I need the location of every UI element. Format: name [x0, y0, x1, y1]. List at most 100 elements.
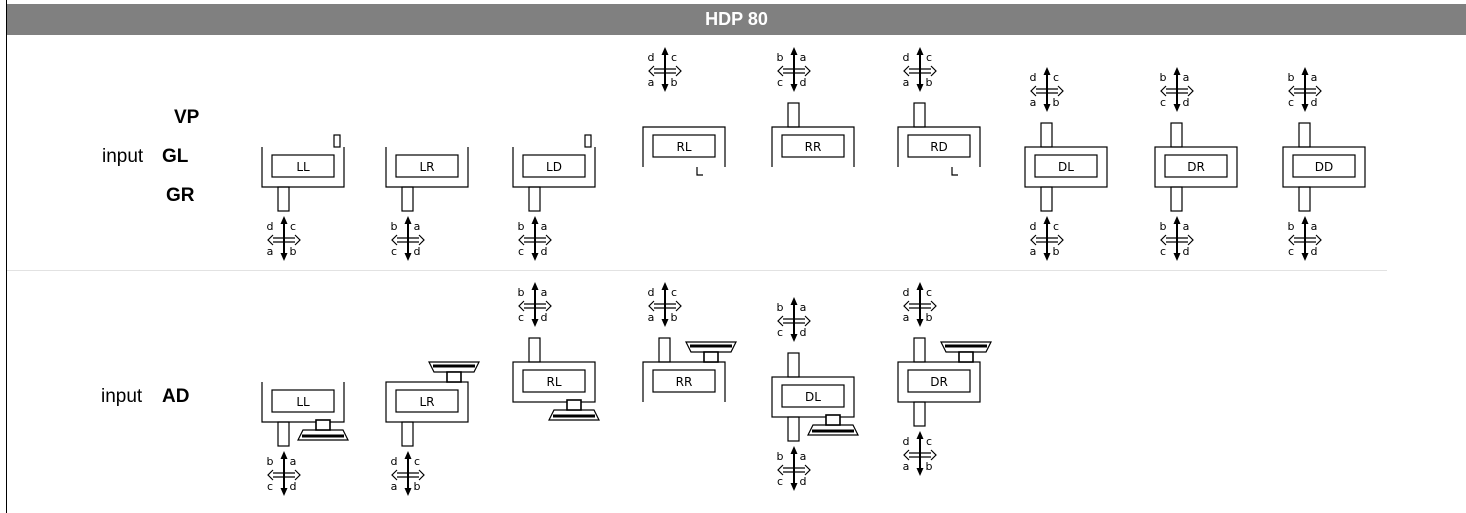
direction-letter: a: [1183, 71, 1190, 84]
inner-box: [907, 369, 971, 393]
direction-letter: b: [671, 76, 678, 89]
right-arrowhead: [418, 234, 425, 246]
direction-letter: c: [518, 311, 524, 324]
stem: [401, 186, 414, 212]
housing: [642, 126, 726, 167]
right-arrowhead: [804, 65, 811, 77]
housing: [1154, 146, 1238, 188]
housing: [385, 147, 469, 188]
signal-label-gl: GL: [162, 146, 189, 167]
direction-letter: a: [903, 76, 910, 89]
down-arrowhead: [661, 319, 669, 327]
direction-letter: a: [1311, 220, 1318, 233]
up-arrowhead: [916, 47, 924, 55]
left-arrowhead: [1160, 234, 1167, 246]
down-arrowhead: [1043, 104, 1051, 112]
direction-letter: d: [800, 76, 807, 89]
direction-letter: c: [1053, 220, 1059, 233]
direction-letter: a: [541, 286, 548, 299]
tab: [696, 167, 703, 176]
direction-letter: d: [290, 480, 297, 493]
stem: [1040, 186, 1053, 212]
direction-letter: b: [267, 455, 274, 468]
right-arrowhead: [545, 234, 552, 246]
direction-letter: a: [648, 76, 655, 89]
direction-letter: a: [648, 311, 655, 324]
direction-letter: b: [777, 51, 784, 64]
mode-label: LR: [419, 395, 434, 409]
direction-letter: d: [800, 326, 807, 339]
up-arrowhead: [1301, 67, 1309, 75]
stem: [787, 416, 800, 442]
down-arrowhead: [1301, 253, 1309, 261]
inner-box: [271, 154, 335, 178]
direction-letter: c: [926, 51, 932, 64]
stem: [277, 421, 290, 447]
housing: [1282, 146, 1366, 188]
up-arrowhead: [1173, 67, 1181, 75]
up-arrowhead: [531, 216, 539, 224]
direction-letter: c: [926, 435, 932, 448]
left-arrowhead: [1030, 85, 1037, 97]
housing: [771, 126, 855, 167]
direction-letter: d: [541, 245, 548, 258]
direction-letter: c: [1053, 71, 1059, 84]
left-arrowhead: [518, 300, 525, 312]
down-arrowhead: [790, 483, 798, 491]
housing: [512, 147, 596, 188]
mode-label: DD: [1315, 160, 1333, 174]
mode-label: RL: [676, 140, 691, 154]
mode-label: LL: [296, 395, 310, 409]
mode-label: LD: [546, 160, 562, 174]
right-arrowhead: [1315, 85, 1322, 97]
stem: [1298, 186, 1311, 212]
down-arrowhead: [404, 253, 412, 261]
mode-label: LL: [296, 160, 310, 174]
direction-letter: d: [267, 220, 274, 233]
direction-letter: b: [518, 286, 525, 299]
up-arrowhead: [1301, 216, 1309, 224]
mode-label: RL: [546, 375, 561, 389]
left-arrowhead: [648, 65, 655, 77]
up-arrowhead: [404, 216, 412, 224]
direction-letter: d: [903, 435, 910, 448]
up-arrowhead: [790, 297, 798, 305]
stem: [787, 102, 800, 128]
speaker-icon: [297, 419, 349, 441]
inner-box: [522, 369, 586, 393]
direction-letter: b: [926, 460, 933, 473]
stem: [1170, 186, 1183, 212]
notch: [584, 134, 592, 148]
left-arrowhead: [903, 449, 910, 461]
direction-letter: c: [777, 326, 783, 339]
row-divider: [7, 270, 1387, 271]
left-arrowhead: [1160, 85, 1167, 97]
mode-label: RR: [676, 375, 693, 389]
tab: [951, 167, 958, 176]
direction-letter: d: [1311, 96, 1318, 109]
speaker-icon: [548, 399, 600, 421]
direction-letter: d: [1030, 71, 1037, 84]
signal-label-ad: AD: [162, 386, 190, 407]
left-arrowhead: [903, 65, 910, 77]
left-arrowhead: [903, 300, 910, 312]
up-arrowhead: [916, 431, 924, 439]
direction-letter: b: [1053, 245, 1060, 258]
direction-letter: b: [290, 245, 297, 258]
housing: [261, 382, 345, 423]
direction-letter: b: [926, 311, 933, 324]
direction-letter: b: [518, 220, 525, 233]
left-arrowhead: [777, 65, 784, 77]
